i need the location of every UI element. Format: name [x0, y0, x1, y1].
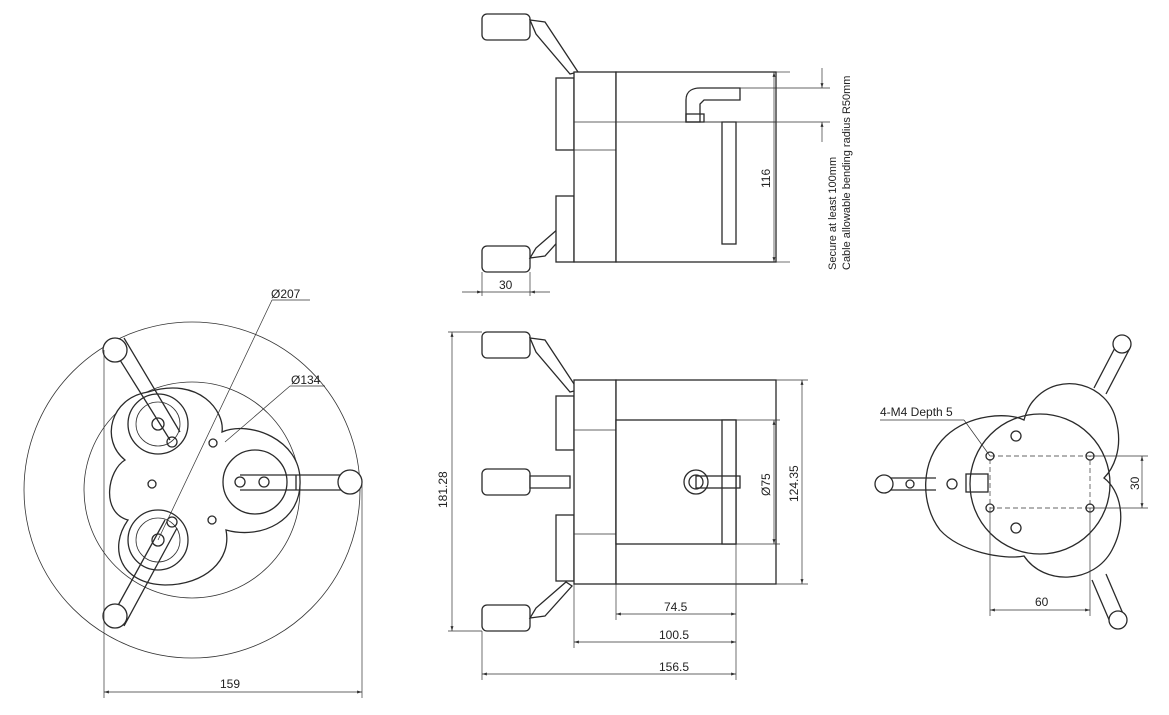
back-handle-bottom-right — [1091, 573, 1128, 630]
grip-side-top — [481, 331, 531, 359]
lobe-right — [222, 449, 288, 515]
pitch-v-label: 30 — [1128, 476, 1142, 490]
dia-inner-label: Ø134 — [291, 373, 321, 387]
handle-top-left — [102, 337, 181, 448]
back-handle-top-right — [1093, 334, 1132, 395]
back-trilobe-body — [925, 383, 1122, 578]
pitch-h-label: 60 — [1035, 595, 1049, 609]
height-label: 116 — [759, 169, 773, 188]
back-main-circle — [969, 413, 1111, 555]
side-flange — [573, 379, 617, 585]
grip-side-middle — [481, 468, 531, 496]
cable-note-line2: Cable allowable bending radius R50mm — [841, 76, 853, 270]
trilobe-body — [108, 387, 301, 586]
body-height-label: 124.35 — [787, 465, 801, 502]
dia-body-label: Ø75 — [759, 473, 773, 496]
width-label: 159 — [220, 677, 240, 691]
dia-outer-label: Ø207 — [271, 287, 301, 301]
handle-right — [234, 469, 363, 495]
back-view: 4-M4 Depth 5 30 60 — [874, 334, 1148, 630]
lobe-bottom — [127, 509, 189, 571]
total-height-label: 181.28 — [436, 471, 450, 508]
front-view: Ø207 Ø134 159 — [23, 287, 363, 698]
len-2-label: 100.5 — [659, 628, 689, 642]
side-connector — [683, 469, 709, 495]
cable-note-line1: Secure at least 100mm — [827, 157, 839, 270]
mount-holes-label: 4-M4 Depth 5 — [880, 405, 953, 419]
leader-dia-inner — [224, 385, 291, 443]
side-view: 181.28 Ø75 124.35 74.5 100.5 156.5 — [436, 331, 808, 680]
top-view: 116 Secure at least 100mm Cable allowabl… — [462, 13, 853, 296]
len-1-label: 74.5 — [664, 600, 688, 614]
outer-circle — [23, 321, 361, 659]
len-3-label: 156.5 — [659, 660, 689, 674]
handle-bottom-left — [102, 516, 178, 629]
top-flange — [573, 71, 617, 263]
grip-bottom — [481, 245, 531, 273]
grip-top — [481, 13, 531, 41]
grip-side-bottom — [481, 604, 531, 632]
leader-dia-outer — [157, 299, 273, 541]
grip-width-label: 30 — [499, 278, 513, 292]
back-handle-left — [874, 474, 936, 494]
